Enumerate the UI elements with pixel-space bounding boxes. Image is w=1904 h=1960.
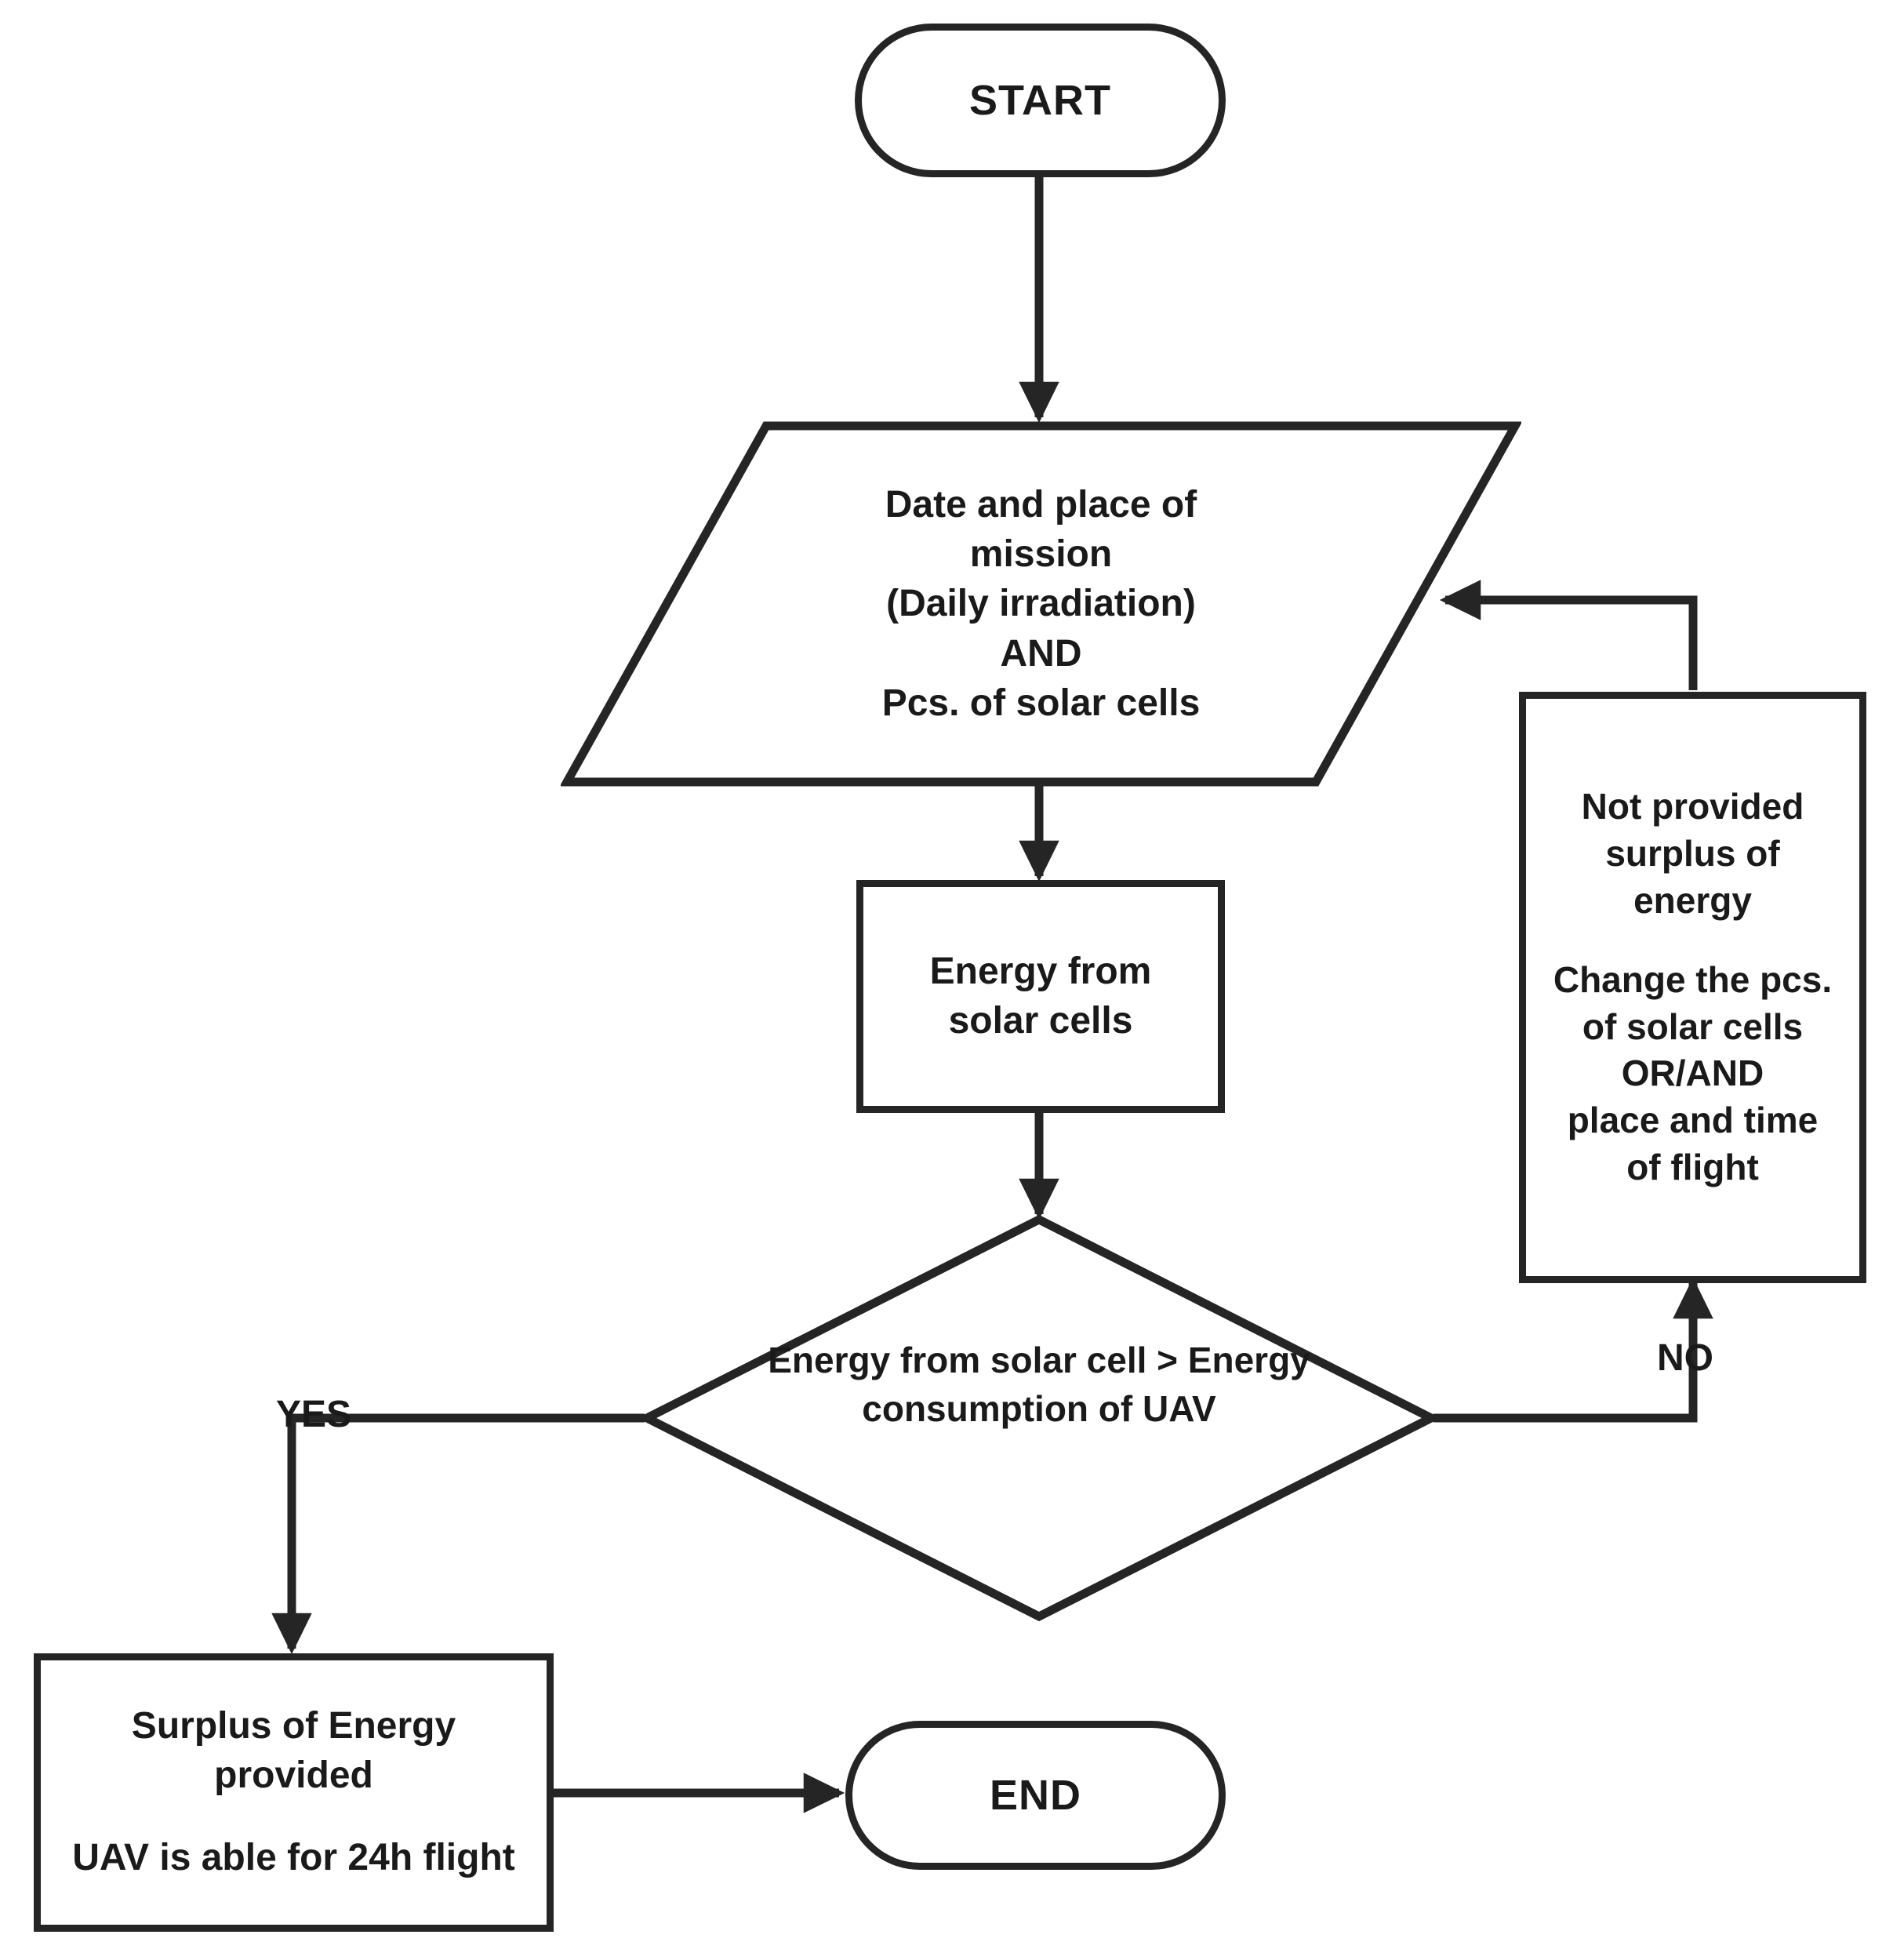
notprovided-line-8: of flight xyxy=(1626,1147,1759,1188)
notprovided-line-1: Not provided xyxy=(1581,786,1804,827)
input-line-2: mission xyxy=(969,533,1113,575)
energy-line-2: solar cells xyxy=(948,999,1133,1042)
notprovided-line-4: Change the pcs. xyxy=(1553,958,1833,1000)
input-line-1: Date and place of xyxy=(885,483,1197,525)
decision-line-1: Energy from solar cell > Energy xyxy=(768,1340,1310,1380)
edge-label-yes: YES xyxy=(276,1394,352,1435)
node-input-mission[interactable]: Date and place of mission (Daily irradia… xyxy=(561,420,1521,788)
edge-decision-no xyxy=(1433,1277,1713,1423)
decision-line-2: consumption of UAV xyxy=(862,1387,1216,1429)
input-line-4: AND xyxy=(1000,632,1082,675)
parallelogram-shape xyxy=(561,420,1521,788)
energy-line-1: Energy from xyxy=(929,951,1152,993)
node-end-label: END xyxy=(989,1771,1081,1819)
notprovided-line-5: of solar cells xyxy=(1582,1005,1804,1047)
input-line-3: (Daily irradiation) xyxy=(886,583,1196,625)
notprovided-line-2: surplus of xyxy=(1605,832,1780,874)
node-end[interactable]: END xyxy=(845,1721,1226,1870)
node-start-label: START xyxy=(969,76,1111,124)
diamond-shape xyxy=(641,1214,1437,1622)
input-line-5: Pcs. of solar cells xyxy=(881,682,1201,725)
node-start[interactable]: START xyxy=(855,24,1226,177)
surplus-line-1: Surplus of Energy xyxy=(131,1705,456,1747)
notprovided-line-6: OR/AND xyxy=(1621,1053,1764,1094)
node-decision-label: Energy from solar cell > Energy consumpt… xyxy=(753,1336,1325,1433)
edge-label-no: NO xyxy=(1657,1337,1713,1379)
notprovided-line-7: place and time xyxy=(1567,1100,1819,1141)
edge-decision-yes xyxy=(271,1413,645,1655)
node-energy-from-solar-cells[interactable]: Energy from solar cells xyxy=(856,880,1225,1113)
surplus-line-3: UAV is able for 24h flight xyxy=(72,1837,515,1879)
node-decision-energy-compare[interactable]: Energy from solar cell > Energy consumpt… xyxy=(641,1214,1437,1622)
node-surplus-provided[interactable]: Surplus of Energy provided UAV is able f… xyxy=(34,1653,554,1932)
surplus-spacer xyxy=(72,1800,515,1834)
node-not-provided-surplus[interactable]: Not provided surplus of energy Change th… xyxy=(1519,692,1866,1283)
notprovided-line-3: energy xyxy=(1633,879,1752,921)
notprovided-spacer xyxy=(1553,925,1832,957)
surplus-line-2: provided xyxy=(214,1754,373,1796)
node-input-mission-label: Date and place of mission (Daily irradia… xyxy=(561,420,1521,788)
